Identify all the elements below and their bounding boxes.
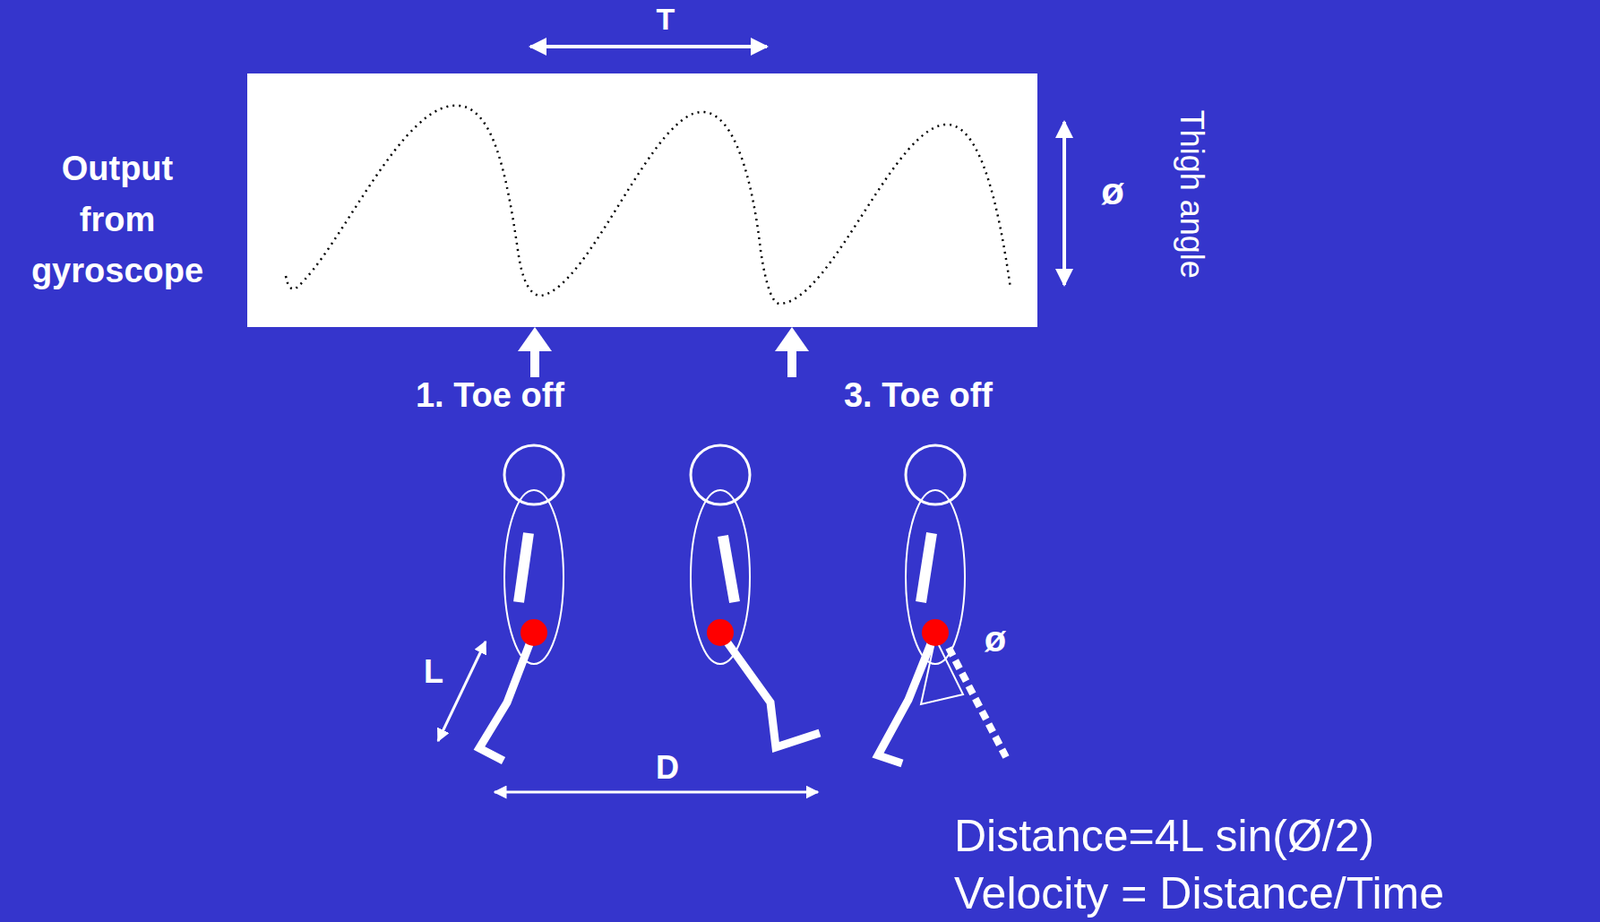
formula: Velocity = Distance/Time: [954, 868, 1445, 921]
length-arrow: [438, 641, 486, 741]
plot-panel: [247, 73, 1038, 327]
gyro-sensor: [706, 619, 734, 646]
event-label: 1. Toe off: [415, 376, 565, 416]
angle-symbol: ø: [984, 618, 1007, 660]
distance-arrow: [494, 791, 818, 794]
length-label: L: [423, 653, 444, 690]
gyro-trace: [285, 105, 1011, 304]
gyro-sensor: [921, 619, 949, 646]
event-label: 3. Toe off: [843, 376, 993, 416]
period-label: T: [656, 1, 676, 37]
walker-figure: [690, 445, 820, 748]
axis-label: Thigh angle: [1172, 110, 1210, 279]
toe-off-arrows: [517, 326, 809, 378]
period-arrow: [530, 44, 767, 49]
walker-figure: [479, 445, 564, 761]
angle-symbol: ø: [1101, 170, 1125, 214]
distance-label: D: [655, 748, 680, 786]
angle-arrow: [1062, 121, 1067, 285]
walker-figure: [877, 445, 1007, 764]
gyro-sensor: [520, 619, 548, 646]
formula: Distance=4L sin(Ø/2): [954, 810, 1375, 863]
axis-title: Output from gyroscope: [31, 143, 204, 297]
